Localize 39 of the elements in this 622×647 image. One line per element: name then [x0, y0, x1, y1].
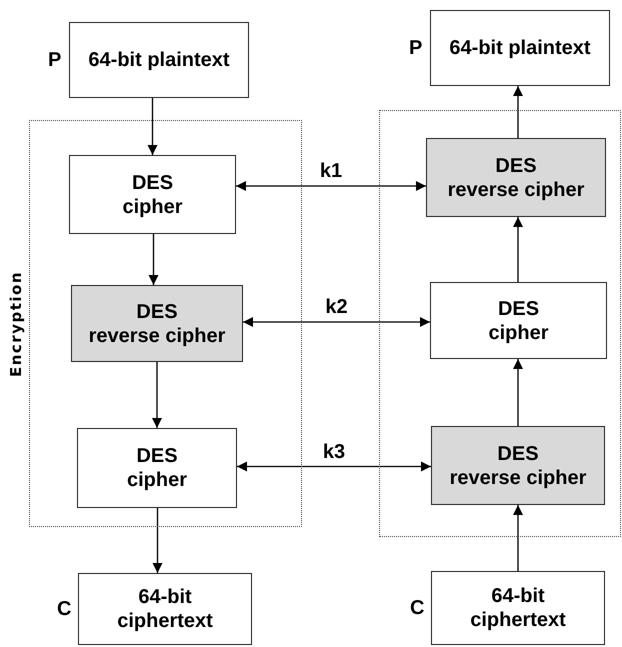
box-text: cipher — [488, 320, 549, 344]
arrow — [152, 508, 162, 573]
arrow — [513, 505, 523, 571]
process-box — [430, 282, 607, 359]
side-label: C — [57, 597, 72, 621]
process-box — [71, 285, 243, 362]
process-box — [426, 138, 606, 217]
box-text: reverse cipher — [450, 466, 586, 490]
arrow — [148, 98, 158, 155]
box-text: 64-bit ciphertext — [116, 585, 214, 633]
box-text: DES — [494, 154, 538, 178]
side-label: P — [48, 48, 62, 72]
process-box — [69, 155, 236, 234]
double-arrow — [243, 317, 430, 327]
arrow — [152, 362, 162, 428]
box-text: cipher — [122, 194, 183, 218]
process-box — [431, 426, 605, 505]
box-text: DES — [135, 444, 179, 468]
box-text: 64-bit ciphertext — [469, 584, 567, 632]
box-text: DES — [496, 442, 540, 466]
box-text: 64-bit plaintext — [449, 36, 591, 60]
side-label: P — [409, 36, 422, 60]
arrow — [513, 86, 523, 138]
box-text: 64-bit plaintext — [88, 48, 230, 72]
dotted-group-frame — [379, 110, 621, 537]
double-arrow — [236, 181, 426, 191]
box-text: reverse cipher — [88, 324, 226, 348]
box-text: reverse cipher — [448, 178, 584, 202]
group-heading: Encryption — [7, 270, 25, 377]
arrow — [513, 359, 523, 426]
box-text: DES — [135, 300, 179, 324]
side-label: C — [410, 596, 424, 620]
box-text: cipher — [126, 468, 188, 492]
process-box — [77, 428, 237, 508]
box-text: DES — [130, 170, 174, 194]
arrow — [148, 234, 158, 285]
box-text: DES — [496, 296, 540, 320]
double-arrow — [237, 462, 431, 472]
arrow — [513, 217, 523, 282]
